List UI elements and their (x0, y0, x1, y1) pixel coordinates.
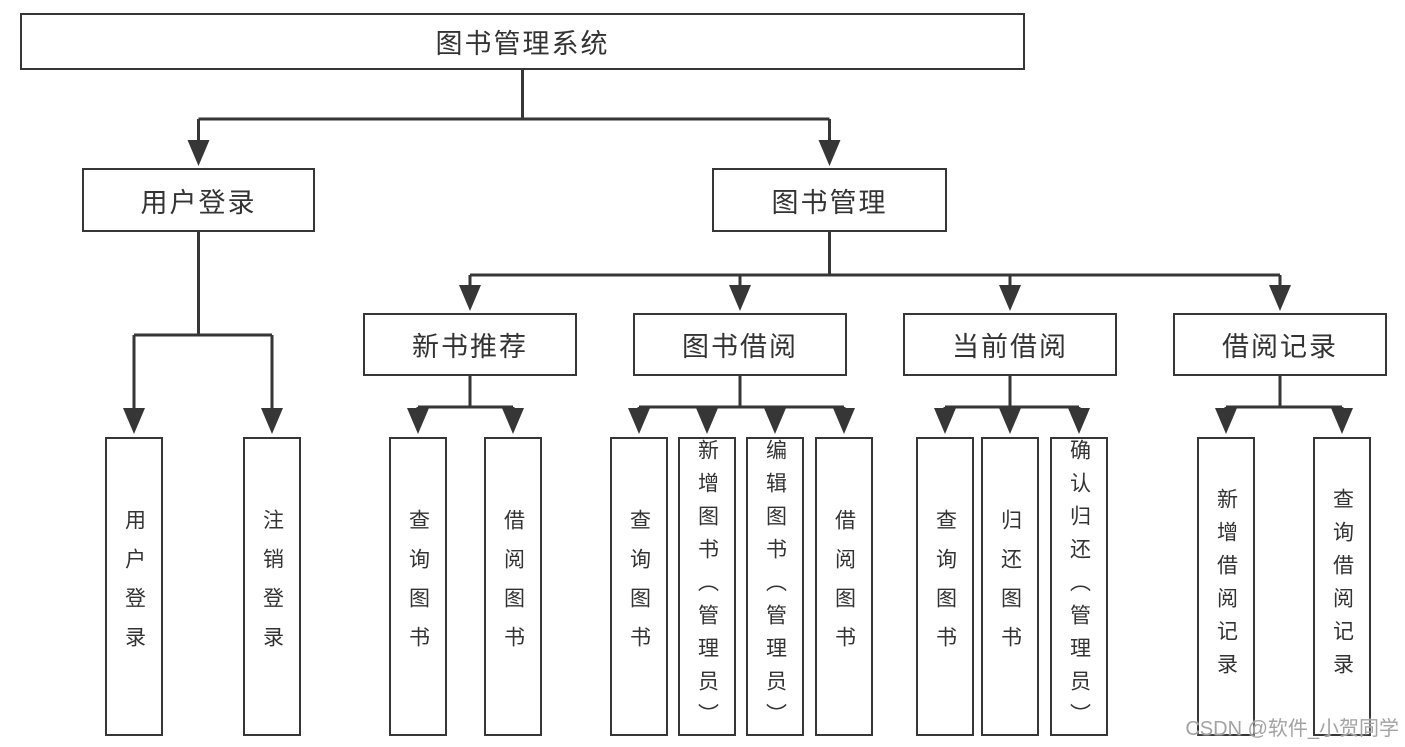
node-book-management: 图书管理 (712, 168, 947, 232)
leaf-user-login: 用户登录 (105, 437, 163, 736)
arrowhead-icon (696, 408, 718, 434)
connector-book-borrow-to-leaves (628, 376, 855, 434)
node-user-login: 用户登录 (82, 168, 315, 232)
node-library-system: 图书管理系统 (20, 13, 1025, 70)
arrowhead-icon (407, 408, 429, 434)
node-label: 图书借阅 (682, 332, 798, 362)
leaf-label: 查询图书 (406, 508, 430, 665)
leaf-label: 归还图书 (998, 508, 1022, 665)
connector-new-book-recommend-to-leaves (407, 376, 524, 434)
leaf-logout-login: 注销登录 (243, 437, 301, 736)
leaf-label: 新增图书（管理员） (695, 439, 719, 736)
arrowhead-icon (934, 408, 956, 434)
leaf-br-query-borrow-record: 查询借阅记录 (1313, 437, 1371, 736)
arrowhead-icon (261, 408, 283, 434)
arrowhead-icon (818, 140, 841, 166)
leaf-label: 查询借阅记录 (1330, 487, 1354, 686)
arrowhead-icon (187, 140, 210, 166)
arrowhead-icon (999, 408, 1021, 434)
leaf-cb-return-books: 归还图书 (981, 437, 1039, 736)
node-label: 图书管理系统 (435, 29, 610, 59)
leaf-label: 借阅图书 (832, 508, 856, 665)
node-new-book-recommend: 新书推荐 (363, 313, 577, 376)
arrowhead-icon (502, 408, 524, 434)
arrowhead-icon (1331, 408, 1353, 434)
node-book-borrow: 图书借阅 (633, 313, 847, 376)
arrowhead-icon (1068, 408, 1090, 434)
leaf-label: 编辑图书（管理员） (763, 439, 787, 736)
arrowhead-icon (459, 285, 481, 311)
arrowhead-icon (628, 408, 650, 434)
leaf-label: 新增借阅记录 (1214, 487, 1238, 686)
node-label: 当前借阅 (952, 332, 1068, 362)
arrowhead-icon (729, 285, 751, 311)
leaf-cb-confirm-return-admin: 确认归还（管理员） (1050, 437, 1108, 736)
arrowhead-icon (1269, 285, 1291, 311)
connector-book-management-to-modules (459, 232, 1291, 311)
node-borrow-records: 借阅记录 (1173, 313, 1387, 376)
connector-root-to-branches (187, 70, 841, 166)
leaf-nb-query-books: 查询图书 (389, 437, 447, 736)
leaf-bb-borrow-books: 借阅图书 (815, 437, 873, 736)
node-label: 图书管理 (771, 187, 888, 218)
leaf-label: 用户登录 (122, 508, 146, 665)
node-label: 用户登录 (140, 187, 257, 218)
node-current-borrow: 当前借阅 (903, 313, 1117, 376)
arrowhead-icon (999, 285, 1021, 311)
node-label: 新书推荐 (412, 332, 528, 362)
leaf-bb-add-books-admin: 新增图书（管理员） (678, 437, 736, 736)
leaf-label: 查询图书 (627, 508, 651, 665)
leaf-cb-query-books: 查询图书 (916, 437, 974, 736)
connector-user-login-to-leaves (123, 232, 283, 434)
arrowhead-icon (833, 408, 855, 434)
watermark: CSDN @软件_小贺同学 (1185, 718, 1399, 740)
leaf-label: 借阅图书 (501, 508, 525, 665)
arrowhead-icon (1215, 408, 1237, 434)
arrowhead-icon (123, 408, 145, 434)
leaf-br-add-borrow-record: 新增借阅记录 (1197, 437, 1255, 736)
connector-borrow-records-to-leaves (1215, 376, 1353, 434)
leaf-nb-borrow-books: 借阅图书 (484, 437, 542, 736)
leaf-bb-edit-books-admin: 编辑图书（管理员） (746, 437, 804, 736)
leaf-bb-query-books: 查询图书 (610, 437, 668, 736)
leaf-label: 查询图书 (933, 508, 957, 665)
leaf-label: 注销登录 (260, 508, 284, 665)
connector-current-borrow-to-leaves (934, 376, 1090, 434)
leaf-label: 确认归还（管理员） (1067, 439, 1091, 736)
arrowhead-icon (764, 408, 786, 434)
node-label: 借阅记录 (1222, 332, 1338, 362)
